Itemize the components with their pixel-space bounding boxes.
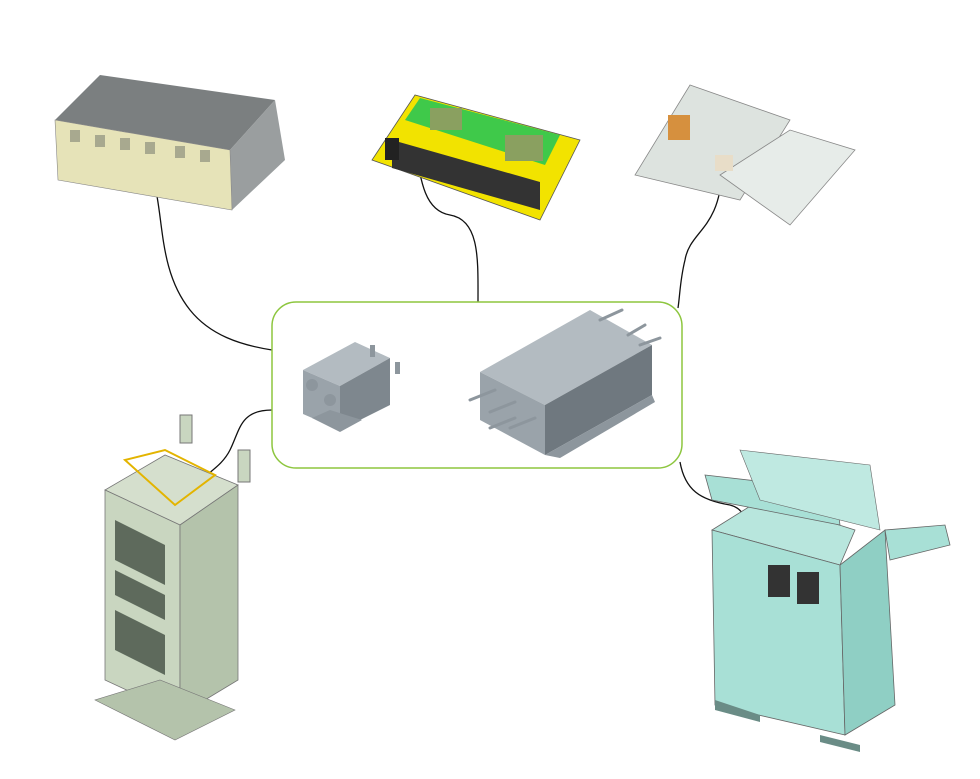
- equipment-cabinet: [94, 414, 251, 741]
- small-emi-filter: [303, 342, 400, 432]
- pcb-module: [371, 94, 581, 221]
- control-box: [634, 84, 856, 226]
- large-emi-filter: [468, 308, 662, 458]
- operator-console: [704, 449, 951, 752]
- cable-box: [677, 169, 723, 309]
- rack-chassis: [54, 75, 285, 211]
